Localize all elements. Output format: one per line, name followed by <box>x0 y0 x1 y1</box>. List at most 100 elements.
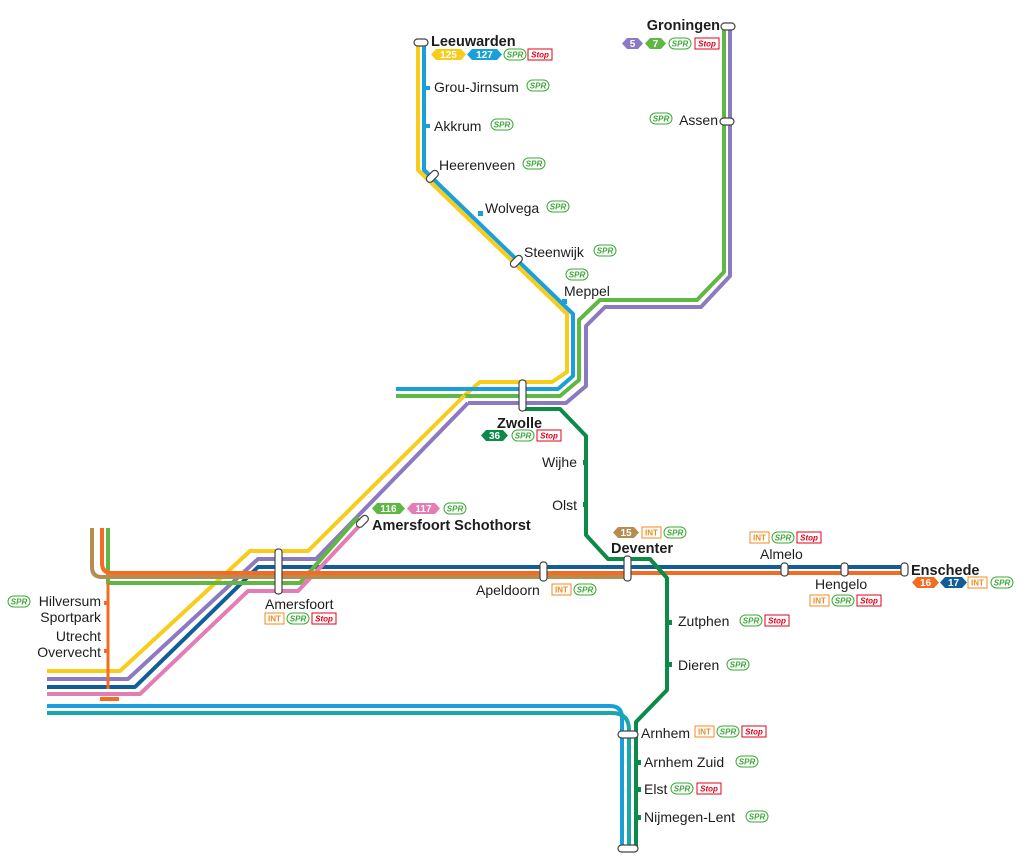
route-7[interactable]: 7 <box>645 38 666 50</box>
badge-int-almelo: INT <box>749 531 770 544</box>
marker-assen <box>719 117 735 126</box>
station-amersfoort-schothorst[interactable]: Amersfoort Schothorst <box>372 518 531 534</box>
svg-text:Stop: Stop <box>531 51 549 60</box>
svg-text:17: 17 <box>948 578 960 589</box>
station-almelo[interactable]: Almelo <box>760 546 803 562</box>
route-127[interactable]: 127 <box>467 49 502 61</box>
station-nijmegen-lent[interactable]: Nijmegen-Lent <box>644 809 735 825</box>
svg-text:SPR: SPR <box>674 785 691 794</box>
tick-dieren <box>668 662 672 667</box>
station-arnhem-zuid[interactable]: Arnhem Zuid <box>644 754 724 770</box>
route-116[interactable]: 116 <box>372 503 405 515</box>
badge-int-enschede: INT <box>967 576 988 589</box>
svg-text:SPR: SPR <box>507 51 524 60</box>
svg-text:INT: INT <box>645 529 658 538</box>
station-hilversum-sportpark-line1[interactable]: Hilversum <box>39 593 101 609</box>
badge-stop-arnhem: Stop <box>741 725 767 738</box>
marker-amersfoort-schothorst <box>355 514 369 528</box>
station-steenwijk[interactable]: Steenwijk <box>524 244 585 260</box>
station-assen[interactable]: Assen <box>679 112 718 128</box>
svg-text:16: 16 <box>920 578 932 589</box>
badge-stop-groningen: Stop <box>694 37 720 50</box>
route-36[interactable]: 36 <box>481 430 508 442</box>
badge-spr-zwolle: SPR <box>511 429 535 442</box>
badge-stop-elst: Stop <box>696 782 722 795</box>
station-meppel[interactable]: Meppel <box>564 283 610 299</box>
badge-spr-arnhem-zuid: SPR <box>735 755 759 768</box>
svg-text:125: 125 <box>440 50 457 61</box>
tick-arnhem-zuid <box>637 760 641 765</box>
station-hengelo[interactable]: Hengelo <box>815 576 867 592</box>
svg-text:INT: INT <box>555 586 568 595</box>
svg-text:INT: INT <box>753 534 766 543</box>
badge-spr-enschede: SPR <box>990 576 1014 589</box>
tick-wijhe <box>583 460 587 465</box>
marker-nijmegen <box>617 844 639 853</box>
station-wijhe[interactable]: Wijhe <box>542 454 577 470</box>
badge-spr-apeldoorn: SPR <box>573 583 597 596</box>
route-15[interactable]: 15 <box>613 527 639 539</box>
station-hilversum-sportpark-line2[interactable]: Sportpark <box>40 609 102 625</box>
station-olst[interactable]: Olst <box>552 497 577 513</box>
svg-text:Stop: Stop <box>768 617 786 626</box>
marker-groningen <box>720 22 736 31</box>
marker-almelo <box>780 562 789 577</box>
svg-text:127: 127 <box>476 50 493 61</box>
svg-text:116: 116 <box>380 504 397 515</box>
marker-leeuwarden <box>413 38 429 47</box>
svg-text:SPR: SPR <box>653 115 670 124</box>
route-5[interactable]: 5 <box>622 38 643 50</box>
badge-stop-almelo: Stop <box>796 531 822 544</box>
station-dieren[interactable]: Dieren <box>678 657 719 673</box>
badge-spr-grou: SPR <box>526 79 550 92</box>
svg-text:SPR: SPR <box>835 597 852 606</box>
line-pink-schothorst-utrecht <box>47 521 364 696</box>
line-purple-zwolle-utrecht <box>47 401 470 681</box>
station-utrecht-overvecht-line1[interactable]: Utrecht <box>56 628 101 644</box>
badge-spr-arnhem: SPR <box>716 725 740 738</box>
svg-text:Stop: Stop <box>698 40 716 49</box>
station-leeuwarden[interactable]: Leeuwarden <box>431 34 516 50</box>
station-zwolle[interactable]: Zwolle <box>497 416 542 432</box>
route-16[interactable]: 16 <box>912 577 939 589</box>
svg-text:INT: INT <box>268 615 281 624</box>
svg-text:SPR: SPR <box>11 598 28 607</box>
station-utrecht-overvecht-line2[interactable]: Overvecht <box>37 644 101 660</box>
marker-zwolle <box>518 379 527 412</box>
route-117[interactable]: 117 <box>407 503 440 515</box>
station-enschede[interactable]: Enschede <box>911 563 980 579</box>
marker-arnhem <box>617 730 639 739</box>
station-akkrum[interactable]: Akkrum <box>434 118 481 134</box>
badge-int-deventer: INT <box>641 526 662 539</box>
station-groningen[interactable]: Groningen <box>647 18 720 34</box>
svg-text:Stop: Stop <box>700 785 718 794</box>
route-125[interactable]: 125 <box>431 49 466 61</box>
line-yellow-leeuwarden-zwolle <box>416 43 569 397</box>
station-amersfoort[interactable]: Amersfoort <box>265 596 334 612</box>
svg-text:SPR: SPR <box>994 579 1011 588</box>
station-arnhem[interactable]: Arnhem <box>641 725 690 741</box>
station-elst[interactable]: Elst <box>644 781 667 797</box>
station-deventer[interactable]: Deventer <box>611 541 673 557</box>
station-wolvega[interactable]: Wolvega <box>485 200 539 216</box>
svg-text:SPR: SPR <box>515 432 532 441</box>
badge-spr-wolvega: SPR <box>546 200 570 213</box>
station-zutphen[interactable]: Zutphen <box>678 613 729 629</box>
tick-wolvega <box>478 211 483 216</box>
tick-utrecht <box>104 649 109 653</box>
marker-apeldoorn <box>539 561 548 582</box>
badge-stop-zutphen: Stop <box>764 614 790 627</box>
badge-spr-hengelo: SPR <box>831 594 855 607</box>
station-grou-jirnsum[interactable]: Grou-Jirnsum <box>434 79 519 95</box>
tick-zutphen <box>668 620 672 625</box>
line-yellow-zwolle-utrecht <box>47 393 467 673</box>
badge-stop-zwolle: Stop <box>536 429 562 442</box>
line-orange-enschede-west <box>100 528 905 575</box>
svg-text:SPR: SPR <box>667 529 684 538</box>
svg-text:SPR: SPR <box>730 661 747 670</box>
badge-spr-nijmegen-lent: SPR <box>745 810 769 823</box>
station-heerenveen[interactable]: Heerenveen <box>439 157 515 173</box>
station-apeldoorn[interactable]: Apeldoorn <box>476 582 540 598</box>
svg-text:Stop: Stop <box>315 615 333 624</box>
route-17[interactable]: 17 <box>940 577 967 589</box>
